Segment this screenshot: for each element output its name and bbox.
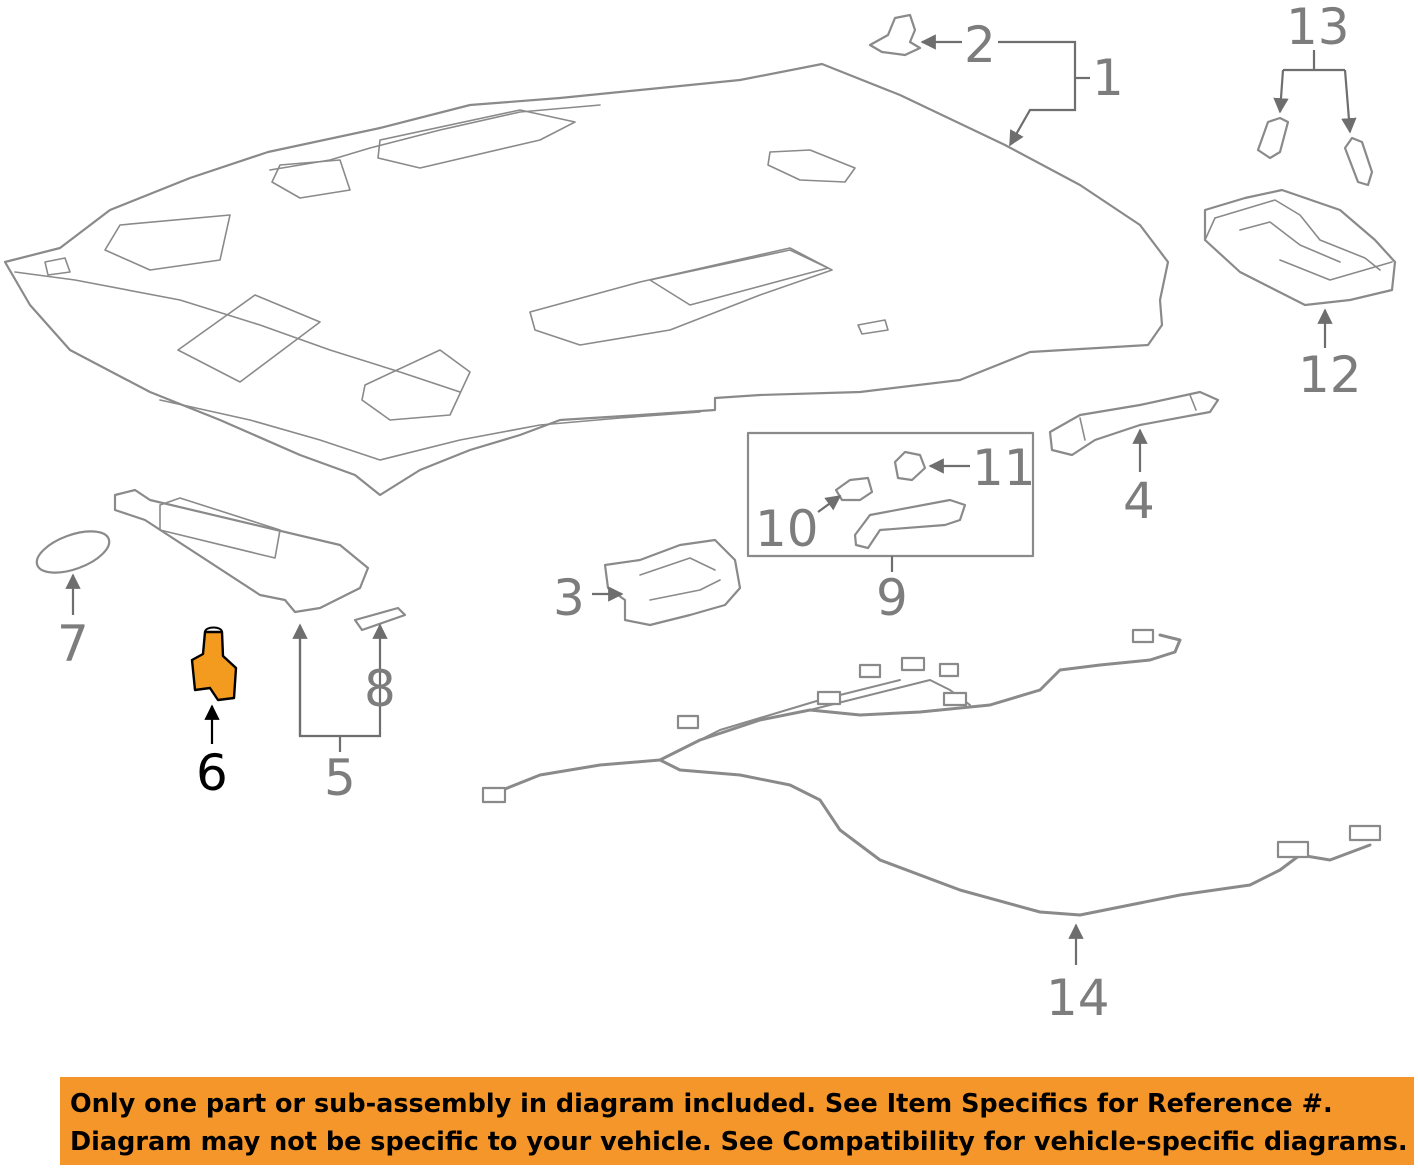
cap-part-7 [35, 530, 111, 574]
callout-4: 4 [1123, 472, 1155, 530]
callout-8: 8 [364, 660, 396, 718]
callout-7: 7 [57, 615, 89, 673]
pin-part-8 [353, 606, 407, 632]
callout-11: 11 [972, 439, 1036, 497]
disclaimer-line-2: Diagram may not be specific to your vehi… [70, 1127, 1408, 1157]
handle-bracket-part [1048, 390, 1220, 457]
clip-part-2 [868, 13, 922, 57]
bulbs-part [1256, 116, 1374, 187]
callout-2: 2 [964, 16, 996, 74]
dome-lamp-part [1203, 188, 1397, 307]
assist-grip-assembly [746, 431, 1035, 558]
callout-6: 6 [196, 744, 228, 802]
callout-9: 9 [876, 569, 908, 627]
callout-12: 12 [1298, 346, 1362, 404]
parts-diagram: 1 2 3 4 5 6 7 8 9 10 11 12 13 14 [3, 0, 1397, 1027]
wire-harness-part [481, 628, 1382, 917]
callout-labels: 1 2 3 4 5 6 7 8 9 10 11 12 13 14 [57, 0, 1362, 1027]
callout-10: 10 [755, 500, 819, 558]
bracket-part-3 [603, 538, 742, 627]
leader-lines [65, 34, 1357, 965]
callout-3: 3 [553, 569, 585, 627]
callout-13: 13 [1286, 0, 1350, 56]
callout-14: 14 [1046, 969, 1110, 1027]
visor-holder-part [190, 626, 238, 702]
sun-visor-part [113, 488, 370, 614]
callout-1: 1 [1092, 49, 1124, 107]
callout-5: 5 [324, 749, 356, 807]
disclaimer-line-1: Only one part or sub-assembly in diagram… [70, 1089, 1333, 1119]
disclaimer-banner: Only one part or sub-assembly in diagram… [60, 1077, 1414, 1165]
headliner-part [3, 62, 1170, 497]
